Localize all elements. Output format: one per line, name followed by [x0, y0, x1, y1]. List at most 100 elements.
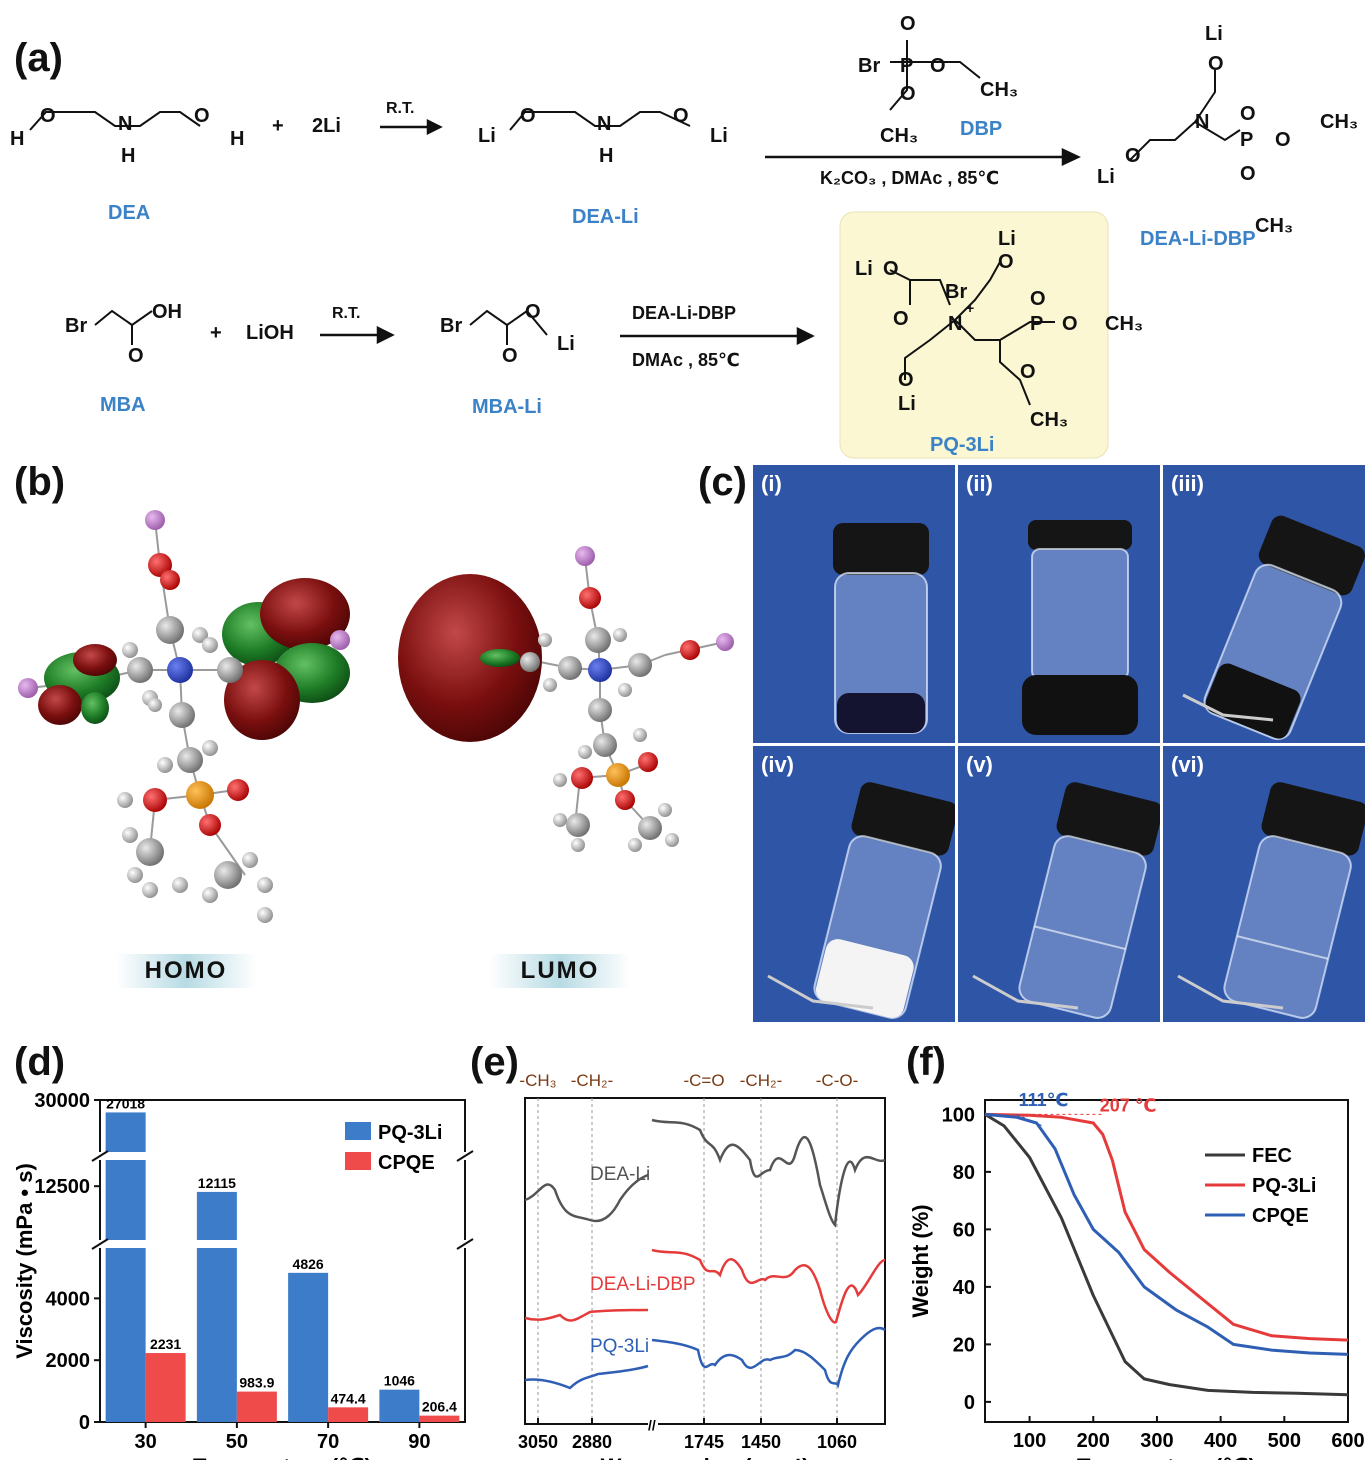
onset-label-pq3li: 207 ℃	[1100, 1096, 1157, 1116]
peak-label: -CH₂-	[740, 1071, 782, 1090]
mba-li-label: MBA-Li	[472, 396, 542, 418]
svg-text:P: P	[1030, 313, 1043, 335]
svg-text:N: N	[1195, 111, 1209, 133]
condition-rt-2: R.T.	[332, 305, 361, 322]
x-tick-label: 1450	[741, 1432, 781, 1452]
ftir-chart: //3050-CH₃2880-CH₂-1745-C=O1450-CH₂-1060…	[518, 1071, 886, 1460]
x-tick-label: 50	[226, 1431, 248, 1453]
photo-i: (i)	[753, 465, 955, 743]
plot-frame	[984, 1099, 1349, 1423]
bar-value-label: 983.9	[239, 1375, 274, 1391]
peak-label: -CH₃	[519, 1071, 556, 1090]
x-tick-label: 30	[135, 1431, 157, 1453]
mba-label: MBA	[100, 394, 146, 416]
x-tick-label: 1060	[817, 1432, 857, 1452]
homo-molecule	[18, 510, 350, 923]
svg-text:O: O	[1240, 103, 1256, 125]
panel-d-letter: (d)	[14, 1040, 66, 1084]
legend-swatch-1	[345, 1152, 371, 1170]
condition-rt-1: R.T.	[386, 100, 415, 117]
axis-break-mark	[91, 1150, 109, 1162]
plus-sign-1: +	[272, 115, 284, 137]
photo-grid: (i) (ii) (iii) (iv)	[753, 465, 1365, 1022]
y-tick-label: 60	[953, 1219, 975, 1241]
bar-value-label: 474.4	[331, 1390, 366, 1406]
x-tick-label: 400	[1204, 1430, 1237, 1452]
curve-cpqe	[984, 1112, 1349, 1356]
x-tick-label: 100	[1013, 1430, 1046, 1452]
svg-text:N: N	[118, 113, 132, 135]
photo-i-label: (i)	[761, 471, 782, 496]
axis-break-mark: //	[648, 1417, 656, 1433]
bar-cpqe-30	[145, 1353, 186, 1422]
dbp-conditions: K₂CO₃ , DMAc , 85℃	[820, 168, 1000, 188]
axis-break-gap	[96, 1152, 469, 1160]
x-tick-label: 3050	[518, 1432, 558, 1452]
svg-text:P: P	[1240, 129, 1253, 151]
dea-li-dbp-label: DEA-Li-DBP	[1140, 228, 1256, 250]
svg-text:O: O	[128, 345, 144, 367]
homo-lumo-render	[18, 510, 734, 923]
svg-text:O: O	[1030, 288, 1046, 310]
dea-label: DEA	[108, 202, 151, 224]
axis-break-mark	[456, 1150, 474, 1162]
y-tick-label: 30000	[34, 1090, 90, 1112]
bar-value-label: 12115	[198, 1175, 236, 1191]
y-tick-label: 0	[79, 1412, 90, 1434]
panel-c-letter: (c)	[698, 460, 747, 504]
y-tick-label: 0	[964, 1392, 975, 1414]
x-tick-label: 200	[1077, 1430, 1110, 1452]
svg-text:H: H	[10, 128, 24, 150]
peak-label: -CH₂-	[571, 1071, 613, 1090]
spectrum-pq3li	[524, 1326, 886, 1390]
svg-text:O: O	[673, 105, 689, 127]
axis-break-gap	[648, 1418, 658, 1432]
pq3li-highlight-box	[839, 211, 1109, 459]
svg-text:O: O	[998, 251, 1014, 273]
x-tick-label: 500	[1268, 1430, 1301, 1452]
x-axis-label: Temperature (℃)	[193, 1454, 372, 1460]
svg-text:O: O	[1240, 163, 1256, 185]
panel-a-letter: (a)	[14, 36, 63, 80]
bar-value-label: 27018	[106, 1095, 145, 1111]
dbp-label: DBP	[960, 118, 1003, 140]
lumo-label: LUMO	[490, 954, 630, 988]
svg-text:H: H	[230, 128, 244, 150]
series-label-dea-li: DEA-Li	[590, 1164, 650, 1185]
bar-cpqe-70	[328, 1407, 369, 1422]
bar-pq3li-90	[379, 1389, 420, 1422]
x-tick-label: 1745	[684, 1432, 724, 1452]
curve-fec	[984, 1113, 1349, 1397]
svg-text:Li: Li	[1097, 166, 1115, 188]
legend-label-2: CPQE	[1252, 1205, 1309, 1227]
photo-v-label: (v)	[966, 752, 993, 777]
svg-text:+: +	[966, 300, 974, 316]
y-tick-label: 80	[953, 1162, 975, 1184]
svg-text:O: O	[1020, 361, 1036, 383]
svg-text:Br: Br	[65, 315, 87, 337]
svg-text:O: O	[520, 105, 536, 127]
photo-vi: (vi)	[1163, 746, 1365, 1022]
y-tick-label: 100	[942, 1104, 975, 1126]
y-tick-label: 4000	[46, 1288, 91, 1310]
spectrum-deali	[524, 1118, 886, 1228]
homo-label: HOMO	[116, 954, 256, 988]
svg-text:Li: Li	[1205, 23, 1223, 45]
svg-text:OH: OH	[152, 301, 182, 323]
x-tick-label: 2880	[572, 1432, 612, 1452]
svg-text:O: O	[930, 55, 946, 77]
series-label-dea-li-dbp: DEA-Li-DBP	[590, 1274, 696, 1295]
reagent-2li: 2Li	[312, 115, 341, 137]
bar-pq3li-50	[196, 1191, 237, 1422]
legend-label-1: CPQE	[378, 1152, 435, 1174]
pq3li-label: PQ-3Li	[930, 434, 995, 456]
svg-text:CH₃: CH₃	[880, 125, 918, 147]
panel-f-letter: (f)	[906, 1040, 946, 1084]
panel-b-letter: (b)	[14, 460, 66, 504]
x-tick-label: 300	[1140, 1430, 1173, 1452]
y-axis-label: Viscosity (mPa • s)	[12, 1163, 37, 1359]
svg-text:Li: Li	[557, 333, 575, 355]
svg-text:CH₃: CH₃	[1105, 313, 1143, 335]
